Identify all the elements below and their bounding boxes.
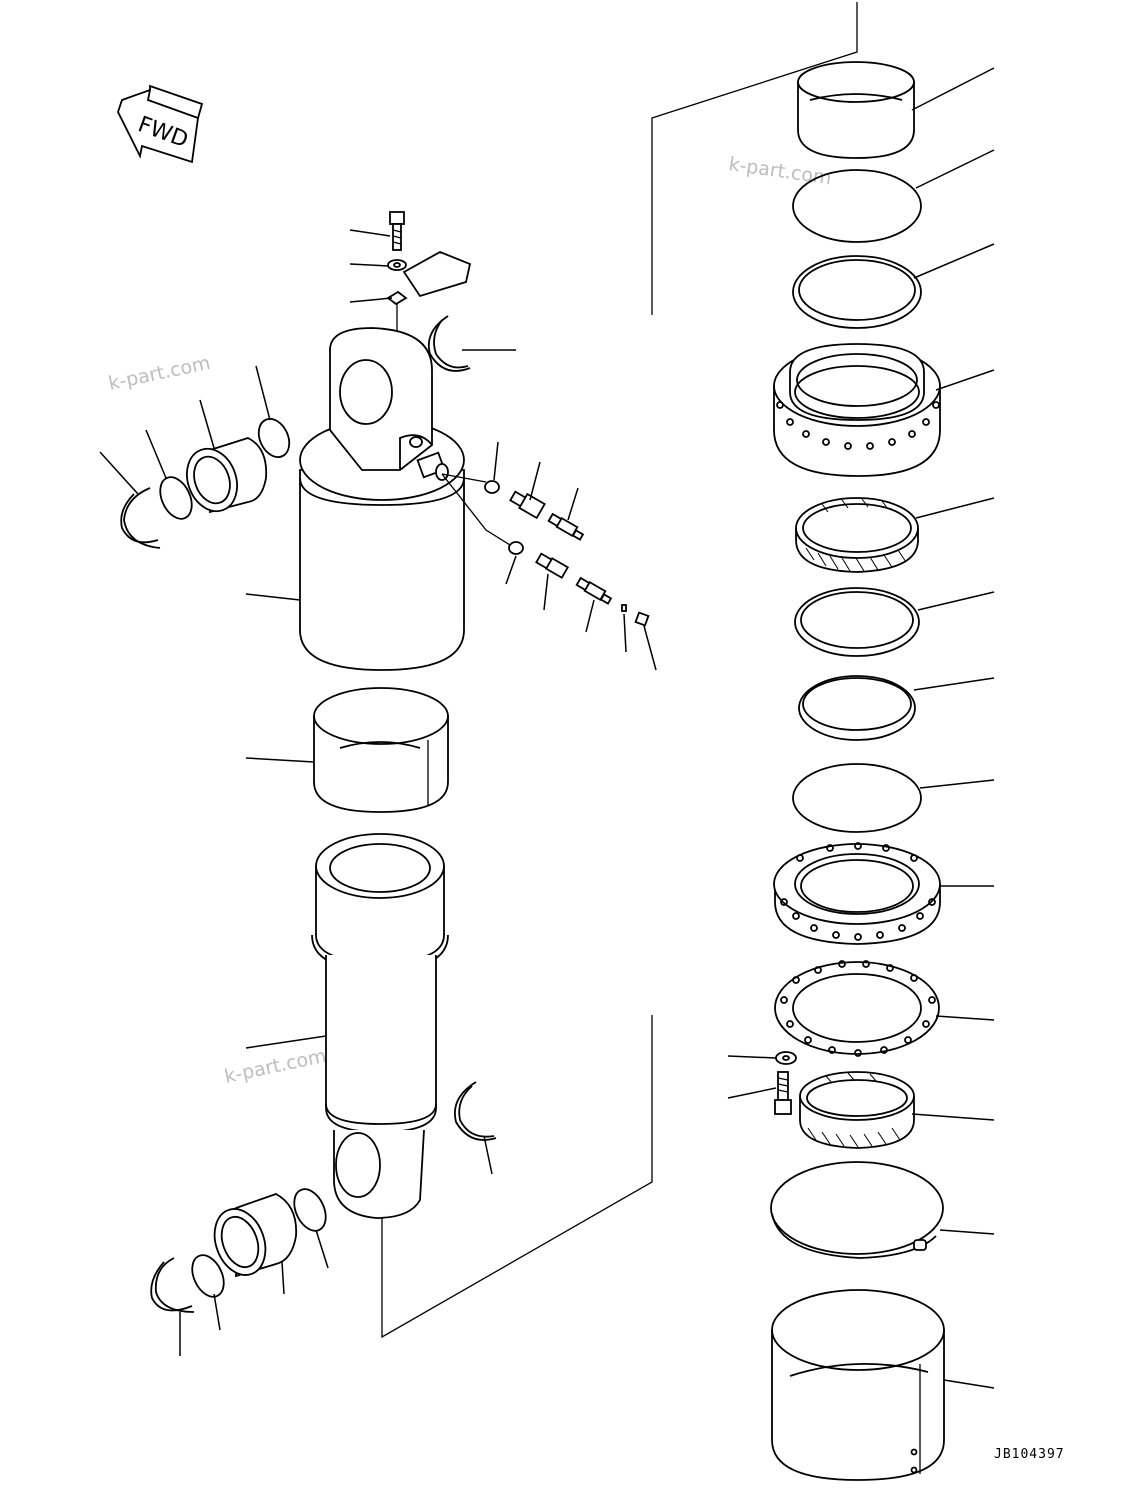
pin-small [621, 604, 627, 612]
bushing-lower [213, 1193, 298, 1278]
sleeve-middle [313, 687, 449, 813]
backup-ring-1 [792, 255, 922, 329]
seal-washer-upper [484, 480, 500, 494]
adapter-fitting-lower [535, 552, 570, 579]
seal-ring-2 [792, 763, 922, 833]
flange-lower [773, 842, 941, 945]
bushing-left-top [186, 437, 268, 514]
upper-cylinder-housing [299, 327, 465, 671]
plate-small [386, 290, 408, 306]
cap-small [634, 611, 650, 627]
watermark-3: k-part.com [222, 1045, 328, 1088]
wear-ring-upper [795, 497, 919, 573]
flange-plate [774, 960, 940, 1057]
o-ring-left-top-2 [257, 418, 291, 458]
piston-ring-1 [794, 587, 920, 657]
boot-band [770, 1161, 944, 1259]
drawing-code: JB104397 [994, 1447, 1065, 1462]
right-sleeve-top [797, 61, 915, 159]
seal-washer-lower [508, 541, 524, 555]
lower-cylinder [311, 833, 449, 1219]
fwd-arrow: FWD [117, 84, 204, 164]
snap-ring-upper-right [433, 319, 469, 369]
seal-ring-1 [792, 169, 922, 243]
piston-ring-2 [798, 675, 916, 741]
washer-lower-right [775, 1051, 797, 1065]
grease-nipple-lower [575, 576, 613, 605]
flange-nut-upper [773, 343, 941, 477]
watermark-2: k-part.com [727, 153, 833, 189]
o-ring-left-top-1 [159, 476, 193, 520]
o-ring-lower-2 [191, 1254, 225, 1298]
snap-ring-left-top [123, 487, 161, 549]
watermark-1: k-part.com [106, 352, 212, 395]
leader-lines [99, 67, 995, 1389]
adapter-fitting-upper [509, 490, 546, 520]
assembly-bracket-bottom [381, 1015, 653, 1339]
right-sleeve-bottom [771, 1289, 945, 1481]
bolt-top [389, 211, 405, 251]
o-ring-lower-1 [293, 1188, 327, 1232]
wear-ring-lower [799, 1071, 915, 1149]
assembly-bracket-top [651, 2, 858, 315]
washer-top-hole [393, 262, 401, 268]
cover-plate [402, 251, 472, 298]
snap-ring-lower-right [458, 1085, 495, 1138]
grease-nipple-upper [547, 512, 585, 541]
bolt-lower-right [774, 1071, 792, 1115]
